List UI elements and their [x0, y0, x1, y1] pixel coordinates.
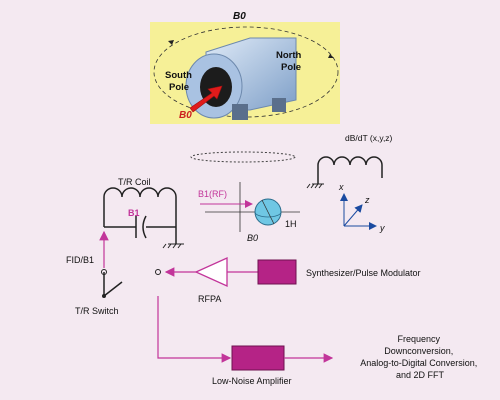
axis-y-label: y [379, 223, 385, 233]
b0-arrow-icon [189, 85, 223, 113]
axis-x-label: x [338, 182, 344, 192]
lna-block [231, 345, 285, 371]
magnet-foot [272, 98, 286, 112]
ground-icon [306, 183, 324, 189]
tr-coil-label: T/R Coil [118, 177, 151, 187]
tr-coil: T/R Coil B1 [103, 177, 184, 249]
b0-field-ellipse [153, 26, 339, 118]
field-arrow-icon [168, 40, 174, 45]
magnet-foot [232, 104, 248, 120]
gradient-label: dB/dT (x,y,z) [345, 133, 393, 143]
tr-switch: T/R Switch [75, 269, 161, 316]
lna-label: Low-Noise Amplifier [212, 376, 292, 386]
ground-icon [162, 243, 184, 249]
coil-b1-label: B1 [128, 208, 140, 218]
output-label: Frequency Downconversion, Analog-to-Digi… [360, 334, 480, 380]
xyz-axes: x y z [338, 182, 385, 233]
b1-rf-label: B1(RF) [198, 189, 227, 199]
precession-orbit [190, 151, 296, 163]
rfpa-label: RFPA [198, 294, 221, 304]
proton-label: 1H [285, 219, 297, 229]
synthesizer-label: Synthesizer/Pulse Modulator [306, 268, 421, 278]
axis-z-label: z [364, 195, 370, 205]
b0-spin-label: B0 [247, 233, 258, 243]
b0-top-label: B0 [233, 11, 246, 22]
field-arrow-icon [328, 54, 334, 58]
coil-icon [103, 187, 177, 244]
receive-line [157, 296, 232, 363]
tr-switch-label: T/R Switch [75, 306, 119, 316]
fid-label: FID/B1 [66, 255, 94, 265]
b0-arrow-label: B0 [179, 110, 192, 121]
south-pole-label: South Pole [165, 70, 195, 93]
synthesizer-block [257, 259, 297, 285]
gradient-coil: dB/dT (x,y,z) [306, 133, 393, 189]
gradient-coil-icon [317, 156, 383, 178]
north-pole-label: North Pole [276, 50, 304, 73]
magnet-illustration: B0 North Pole South Pole B0 [150, 11, 340, 124]
spin-diagram: B1(RF) B0 1H [198, 182, 300, 243]
rfpa-amplifier-icon [194, 256, 228, 288]
